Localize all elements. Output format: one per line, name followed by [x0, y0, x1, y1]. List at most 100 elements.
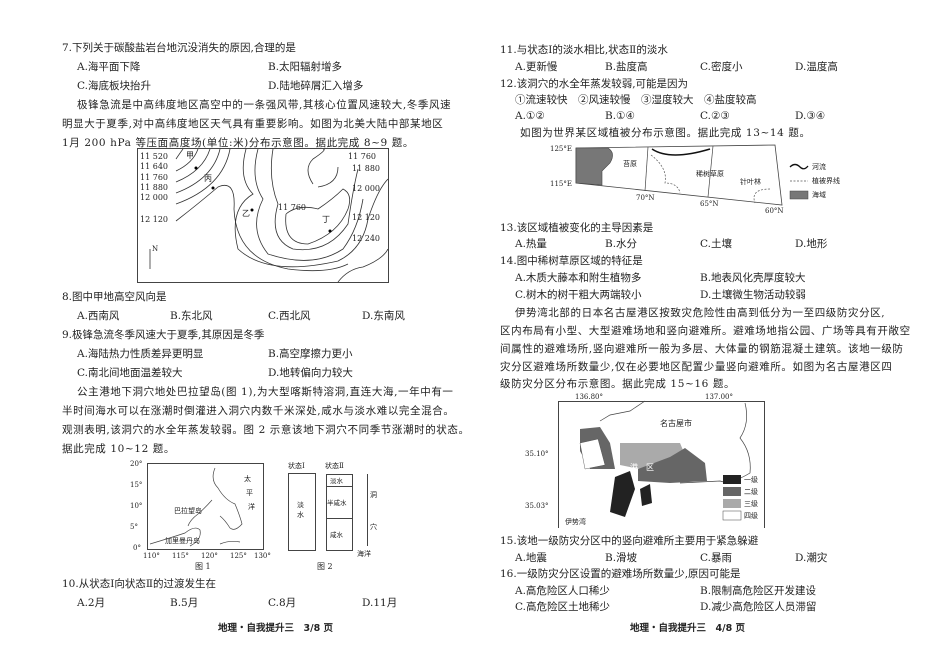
- state-2-label: 状态Ⅱ: [325, 462, 344, 470]
- question-12-stem: 12.该洞穴的水全年蒸发较弱,可能是因为: [500, 78, 689, 90]
- q12-option-a: A.①②: [515, 110, 545, 122]
- passage-line: 公主港地下洞穴地处巴拉望岛(图 1),为大型喀斯特溶洞,直连大海,一年中有一: [77, 386, 454, 398]
- lon-label: 115°: [172, 552, 189, 560]
- q7-option-c: C.海底板块抬升: [77, 80, 151, 92]
- q8-option-d: D.东南风: [362, 310, 405, 322]
- legend-boundary: 植被界线: [812, 177, 840, 185]
- lat-label: 20°: [130, 460, 143, 468]
- lon-label: 136.80°: [575, 393, 603, 401]
- page-footer-left: 地理・自我提升三 3/8 页: [218, 623, 333, 634]
- contour-label: 11 520: [140, 152, 168, 161]
- q11-option-c: C.密度小: [700, 61, 743, 73]
- brackish-layer: 半咸水: [327, 499, 347, 507]
- figure-1-caption: 图 1: [195, 562, 211, 571]
- savanna-label: 稀树草原: [696, 170, 724, 178]
- lon-label: 137.00°: [705, 393, 733, 401]
- lat-label: 15°: [130, 481, 143, 489]
- point-ding: 丁: [322, 215, 330, 224]
- passage-line: 观测表明,该洞穴的水全年蒸发较弱。图 2 示意该地下洞穴不同季节涨潮时的状态。: [62, 424, 470, 436]
- legend-level-1: 一级: [744, 476, 758, 484]
- q16-option-d: D.减少高危险区人员滞留: [700, 601, 817, 613]
- lat-label: 70°N: [636, 194, 655, 202]
- hazard-zones: [579, 400, 751, 521]
- lat-label: 0°: [133, 544, 141, 552]
- fresh-layer: 淡水: [330, 477, 343, 485]
- nagoya-map: 136.80° 137.00° 35.10° 35.03° 名古屋市 港 区 伊…: [520, 393, 820, 529]
- legend-level-3: 三级: [744, 500, 758, 508]
- passage-line: 据此完成 10~12 题。: [62, 443, 175, 455]
- cave-arrow: [367, 474, 368, 546]
- question-14-stem: 14.图中稀树草原区域的特征是: [500, 255, 643, 267]
- ocean-label: 洋: [248, 503, 255, 511]
- question-16-stem: 16.一级防灾分区设置的避难场所数量少,原因可能是: [500, 568, 741, 580]
- q10-option-c: C.8月: [268, 597, 297, 609]
- point-bing: 丙: [204, 174, 212, 183]
- q7-option-d: D.陆地碎屑汇入增多: [268, 80, 364, 92]
- q15-option-b: B.滑坡: [605, 552, 638, 564]
- lon-label: 125°E: [550, 145, 572, 153]
- sea-label: 海洋: [357, 550, 371, 558]
- lat-label: 60°N: [765, 207, 784, 215]
- contour-lines: [149, 149, 388, 282]
- page-footer-right: 地理・自我提升三 4/8 页: [630, 623, 745, 634]
- q12-option-c: C.②③: [700, 110, 730, 122]
- lon-label: 120°: [201, 552, 218, 560]
- passage-line: 间属性的避难场所,竖向避难所一般为多层、大体量的钢筋混凝土建筑。该地一级防: [500, 343, 904, 355]
- q12-items: ①流速较快 ②风速较慢 ③湿度较大 ④盐度较高: [515, 94, 757, 106]
- lon-label: 125°: [230, 552, 247, 560]
- q9-option-d: D.地转偏向力较大: [268, 367, 353, 379]
- q11-option-a: A.更新慢: [515, 61, 558, 73]
- conifer-label: 针叶林: [740, 178, 761, 186]
- q12-option-b: B.①④: [605, 110, 635, 122]
- q12-option-d: D.③④: [795, 110, 826, 122]
- cave-label: 穴: [370, 523, 377, 531]
- contour-label: 12 120: [352, 213, 380, 222]
- passage-line: 极锋急流是中高纬度地区高空中的一条强风带,其核心位置风速较大,冬季风速: [77, 99, 452, 111]
- passage-line: 如图为世界某区域植被分布示意图。据此完成 13~14 题。: [520, 127, 811, 139]
- question-11-stem: 11.与状态Ⅰ的淡水相比,状态Ⅱ的淡水: [500, 44, 668, 56]
- tundra-label: 苔原: [623, 160, 637, 168]
- q10-option-b: B.5月: [170, 597, 199, 609]
- question-8-stem: 8.图中甲地高空风向是: [62, 291, 167, 303]
- q8-option-b: B.东北风: [170, 310, 213, 322]
- q16-option-a: A.高危险区人口稀少: [515, 585, 610, 597]
- lat-label: 10°: [130, 502, 143, 510]
- bay-label: 伊势湾: [565, 518, 586, 526]
- passage-line: 区内布局有小型、大型避难场地和竖向避难所。避难场地指公园、广场等具有开敞空: [500, 325, 911, 337]
- q15-option-d: D.潮灾: [795, 552, 828, 564]
- contour-label: 11 760: [140, 173, 168, 182]
- state-1-column: 淡水: [288, 473, 316, 551]
- philippines-outline: [149, 467, 243, 547]
- q10-option-d: D.11月: [362, 597, 398, 609]
- lon-label: 110°: [143, 552, 160, 560]
- point-jia: 甲: [186, 151, 194, 160]
- lon-label: 115°E: [550, 180, 572, 188]
- q9-option-b: B.高空摩擦力更小: [268, 348, 353, 360]
- ocean-label: 平: [246, 489, 253, 497]
- contour-label: 12 000: [352, 184, 380, 193]
- q9-option-a: A.海陆热力性质差异更明显: [77, 348, 204, 360]
- north-arrow: N: [152, 245, 159, 253]
- contour-label: 11 760: [348, 152, 376, 161]
- q16-option-c: C.高危险区土地稀少: [515, 601, 610, 613]
- state-2-column: 淡水 半咸水 咸水: [326, 474, 353, 551]
- contour-label: 11 640: [140, 162, 168, 171]
- legend-river: 河流: [812, 163, 826, 171]
- question-9-stem: 9.极锋急流冬季风速大于夏季,其原因是冬季: [62, 329, 265, 341]
- contour-label: 12 240: [352, 234, 380, 243]
- contour-label: 12 120: [140, 215, 168, 224]
- legend-sea: 海域: [812, 191, 826, 199]
- figure-1-map: 20° 15° 10° 5° 0° 110° 115° 120° 125° 13…: [130, 458, 271, 572]
- cave-label: 洞: [370, 491, 377, 499]
- q13-option-c: C.土壤: [700, 238, 732, 250]
- q13-option-b: B.水分: [605, 238, 638, 250]
- vegetation-map-outline: [575, 144, 809, 206]
- passage-line: 1月 200 hPa 等压面高度场(单位:米)分布示意图。据此完成 8~9 题。: [62, 137, 414, 149]
- q7-option-b: B.太阳辐射增多: [268, 61, 343, 73]
- q15-option-c: C.暴雨: [700, 552, 732, 564]
- q14-option-b: B.地表风化壳厚度较大: [700, 272, 806, 284]
- q9-option-c: C.南北间地面温差较大: [77, 367, 183, 379]
- lat-label: 5°: [130, 523, 138, 531]
- q11-option-d: D.温度高: [795, 61, 838, 73]
- q13-option-a: A.热量: [515, 238, 547, 250]
